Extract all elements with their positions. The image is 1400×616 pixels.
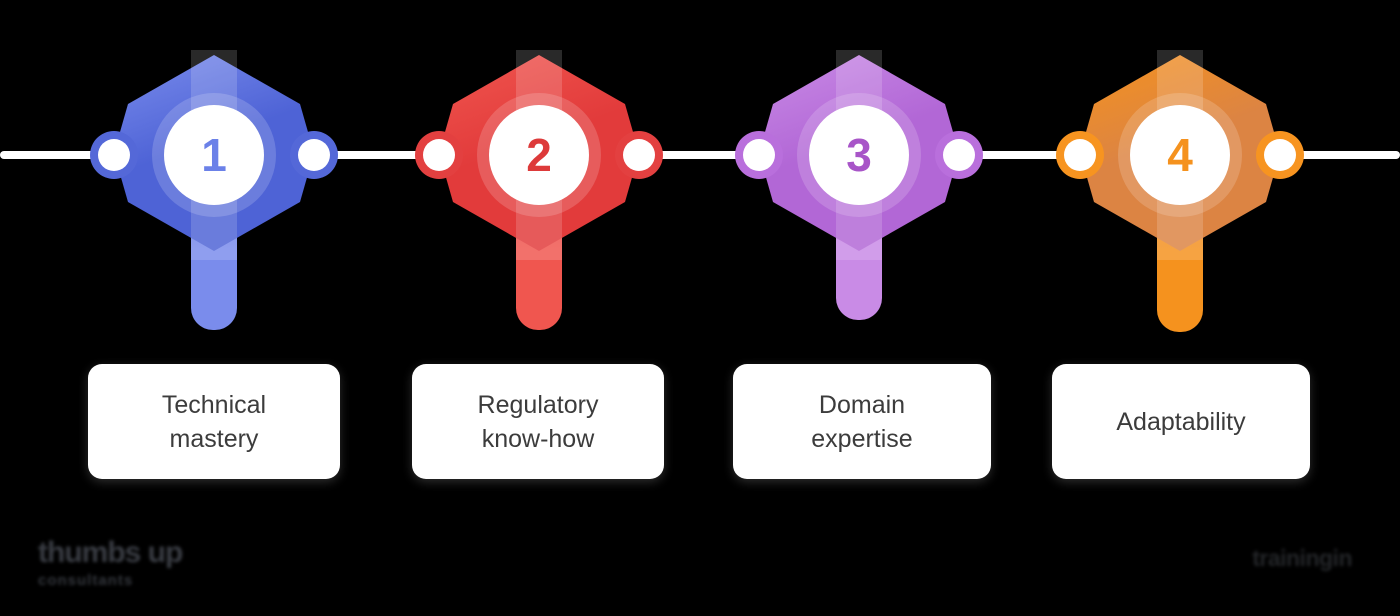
connector-knob-left xyxy=(415,131,463,179)
watermark-left: thumbs up consultants xyxy=(38,536,183,589)
connector-knob-right xyxy=(935,131,983,179)
step-number-disc: 4 xyxy=(1130,105,1230,205)
label-card-text: Adaptability xyxy=(1116,407,1246,436)
connector-knob-right xyxy=(615,131,663,179)
label-card-text: Domain expertise xyxy=(811,390,913,453)
step-number: 2 xyxy=(526,129,552,181)
watermark-left-sub: consultants xyxy=(38,572,134,589)
knob-dot-icon xyxy=(943,139,975,171)
label-card-text: Regulatory know-how xyxy=(477,390,599,453)
step-number: 3 xyxy=(846,129,872,181)
label-card[interactable]: Technical mastery xyxy=(88,364,340,479)
step-number-disc: 1 xyxy=(164,105,264,205)
label-card[interactable]: Adaptability xyxy=(1052,364,1310,479)
label-card-text: Technical mastery xyxy=(161,390,267,453)
knob-dot-icon xyxy=(1064,139,1096,171)
knob-dot-icon xyxy=(743,139,775,171)
step-number: 4 xyxy=(1167,129,1193,181)
watermark-left-main: thumbs up xyxy=(38,536,183,569)
step-node-4[interactable]: 4 xyxy=(1050,0,1310,340)
connector-knob-right xyxy=(290,131,338,179)
watermark-right: trainingin xyxy=(1252,545,1352,571)
step-node-3[interactable]: 3 xyxy=(729,0,989,340)
knob-dot-icon xyxy=(623,139,655,171)
label-card[interactable]: Domain expertise xyxy=(733,364,991,479)
knob-dot-icon xyxy=(298,139,330,171)
step-number-disc: 3 xyxy=(809,105,909,205)
connector-knob-left xyxy=(90,131,138,179)
connector-knob-left xyxy=(735,131,783,179)
step-number: 1 xyxy=(201,129,227,181)
knob-dot-icon xyxy=(1264,139,1296,171)
step-node-1[interactable]: 1 xyxy=(84,0,344,340)
knob-dot-icon xyxy=(423,139,455,171)
knob-dot-icon xyxy=(98,139,130,171)
step-number-disc: 2 xyxy=(489,105,589,205)
label-card[interactable]: Regulatory know-how xyxy=(412,364,664,479)
connector-knob-right xyxy=(1256,131,1304,179)
timeline-rail xyxy=(0,151,1400,159)
connector-knob-left xyxy=(1056,131,1104,179)
step-node-2[interactable]: 2 xyxy=(409,0,669,340)
